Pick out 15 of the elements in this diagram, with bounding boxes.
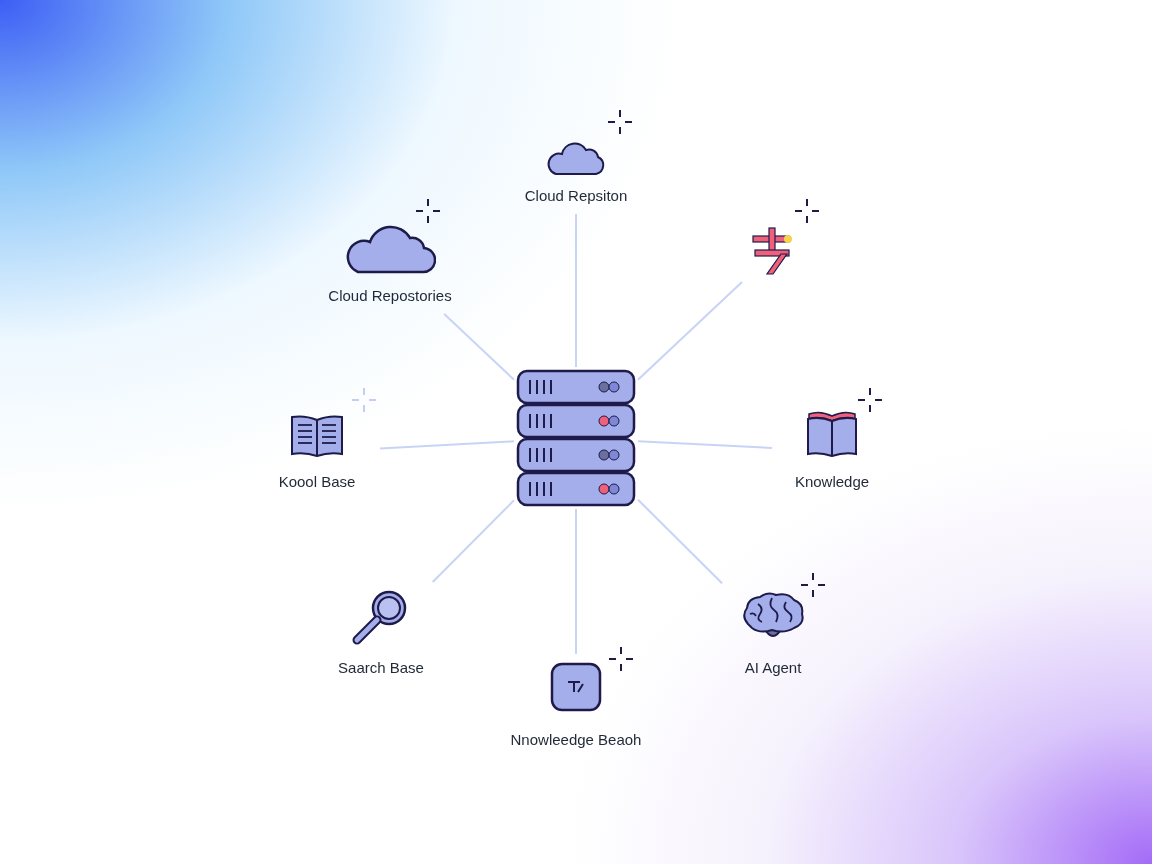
connector-line [575,213,577,368]
connector-line [379,440,515,450]
connector-line [637,281,743,381]
node-label: Saarch Base [338,658,424,678]
connector-line [443,313,515,381]
connector-line [431,499,515,583]
node-label: Nnowleedge Beaoh [510,730,642,750]
node-label: Knowledge [794,472,870,492]
connector-line [637,440,773,449]
connector-line [575,508,577,655]
connector-line [637,498,723,585]
node-label: AI Agent [744,658,802,678]
node-label: Cloud Repsiton [524,186,628,206]
node-label: Cloud Repostories [328,286,452,306]
node-label: Koool Base [278,472,356,492]
